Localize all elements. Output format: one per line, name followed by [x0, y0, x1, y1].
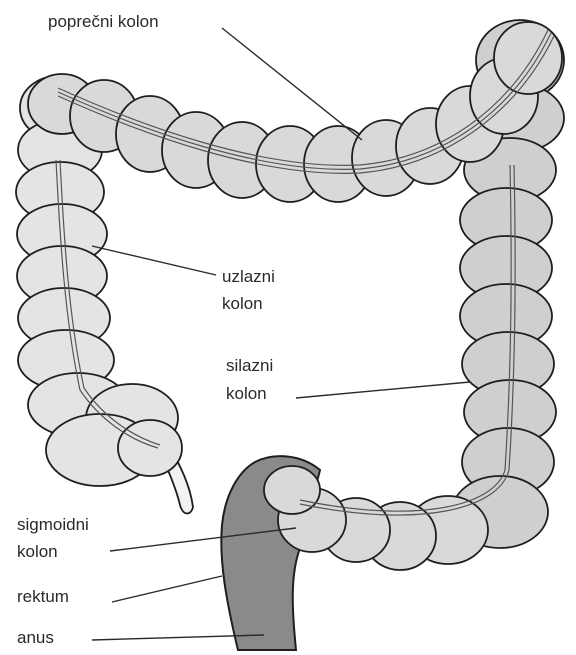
label-descending-colon-line2: kolon	[226, 383, 267, 405]
label-ascending-colon-line2: kolon	[222, 293, 263, 315]
label-anus: anus	[17, 627, 54, 649]
label-transverse-colon: poprečni kolon	[48, 11, 159, 33]
label-ascending-colon-line1: uzlazni	[222, 266, 275, 288]
label-sigmoid-colon-line1: sigmoidni	[17, 514, 89, 536]
label-sigmoid-colon-line2: kolon	[17, 541, 58, 563]
label-rectum: rektum	[17, 586, 69, 608]
label-descending-colon-line1: silazni	[226, 355, 273, 377]
